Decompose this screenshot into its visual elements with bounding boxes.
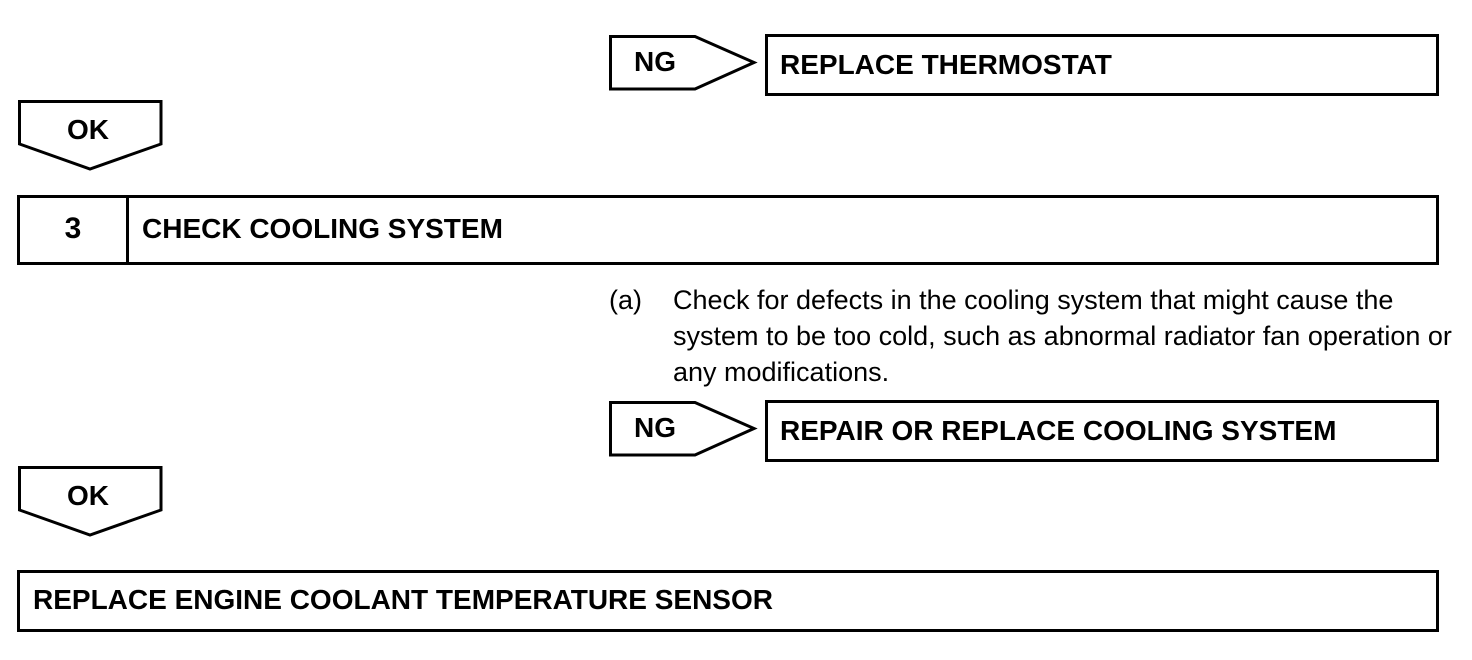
ng-label: NG xyxy=(634,412,676,443)
result-box-replace-thermostat: REPLACE THERMOSTAT xyxy=(765,34,1439,96)
result-text: REPLACE ENGINE COOLANT TEMPERATURE SENSO… xyxy=(33,584,773,615)
result-text: REPAIR OR REPLACE COOLING SYSTEM xyxy=(780,415,1337,446)
down-arrow-icon xyxy=(18,466,163,537)
ng-label: NG xyxy=(634,46,676,77)
ok-arrow-1: OK xyxy=(18,100,164,172)
ok-arrow-2: OK xyxy=(18,466,164,538)
ng-arrow-2: NG xyxy=(609,401,758,457)
right-arrow-icon xyxy=(609,35,758,91)
right-arrow-icon xyxy=(609,401,758,457)
instruction-text: Check for defects in the cooling system … xyxy=(673,285,1452,387)
result-box-replace-sensor: REPLACE ENGINE COOLANT TEMPERATURE SENSO… xyxy=(17,570,1439,632)
instruction-marker: (a) xyxy=(609,285,642,315)
result-text: REPLACE THERMOSTAT xyxy=(780,49,1112,80)
step-box-3: 3 CHECK COOLING SYSTEM xyxy=(17,195,1439,265)
step-number: 3 xyxy=(64,212,82,245)
ng-arrow-1: NG xyxy=(609,35,758,91)
ok-label: OK xyxy=(67,480,109,511)
step-title: CHECK COOLING SYSTEM xyxy=(142,213,503,244)
down-arrow-icon xyxy=(18,100,163,171)
step-number-cell: 3 xyxy=(20,198,129,262)
ok-label: OK xyxy=(67,114,109,145)
result-box-repair-cooling-system: REPAIR OR REPLACE COOLING SYSTEM xyxy=(765,400,1439,462)
